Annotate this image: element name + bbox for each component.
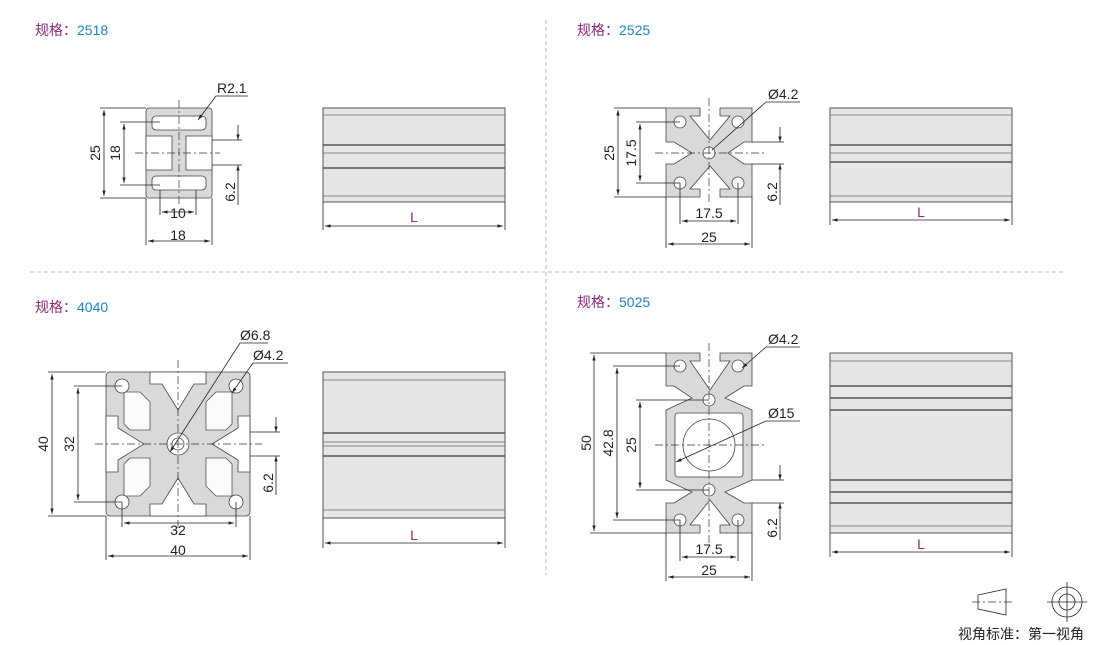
dim-inner-width: 17.5 — [695, 205, 722, 221]
length-label: L — [410, 209, 418, 225]
dim-slot-width: 10 — [170, 205, 186, 221]
truncated-cone-icon — [972, 588, 1012, 616]
length-label: L — [917, 536, 925, 552]
dim-slot: 6.2 — [222, 182, 238, 202]
dim-center-hole: Ø15 — [768, 405, 795, 421]
cross-section-5025 — [655, 343, 765, 543]
dim-hole: Ø4.2 — [768, 86, 799, 102]
dim-height: 25 — [601, 145, 617, 161]
dim-height: 50 — [578, 435, 594, 451]
dim-inner-height: 32 — [61, 436, 77, 452]
dim-radius: R2.1 — [217, 80, 247, 96]
dim-slot: 6.2 — [260, 473, 276, 493]
concentric-circles-icon — [1047, 582, 1087, 622]
dim-inner-width: 32 — [170, 522, 186, 538]
panel-2518: 规格：2518 25 18 6.2 10 18 R2.1 — [35, 22, 506, 245]
spec-label: 规格：4040 — [35, 299, 108, 315]
panel-4040: 规格：4040 40 32 6.2 32 40 — [35, 299, 506, 560]
dim-inner-height: 17.5 — [623, 139, 639, 166]
projection-standard-label: 视角标准：第一视角 — [958, 626, 1084, 642]
dim-inner-width: 17.5 — [695, 541, 722, 557]
dim-mid-height: 25 — [623, 437, 639, 453]
dim-inner-height: 18 — [107, 145, 123, 161]
dim-inner-height: 42.8 — [600, 429, 616, 456]
panel-5025: 规格：5025 50 42.8 25 — [577, 294, 1013, 581]
cross-section-2518 — [135, 100, 220, 205]
spec-label: 规格：2518 — [35, 22, 108, 38]
dim-center-hole: Ø6.8 — [240, 327, 271, 343]
side-view-2518: L — [322, 107, 506, 230]
spec-label: 规格：2525 — [577, 22, 650, 38]
spec-label: 规格：5025 — [577, 294, 650, 310]
cross-section-4040 — [95, 360, 262, 530]
dim-width: 40 — [170, 542, 186, 558]
dim-slot: 6.2 — [764, 182, 780, 202]
dim-slot: 6.2 — [764, 518, 780, 538]
side-view-2525: L — [829, 107, 1013, 225]
projection-symbol: 视角标准：第一视角 — [958, 582, 1087, 642]
dim-height: 25 — [87, 145, 103, 161]
length-label: L — [410, 527, 418, 543]
dim-width: 25 — [701, 562, 717, 578]
side-view-4040: L — [322, 371, 506, 548]
dim-width: 25 — [701, 229, 717, 245]
side-view-5025: L — [829, 352, 1013, 557]
dim-hole: Ø4.2 — [253, 347, 284, 363]
length-label: L — [917, 204, 925, 220]
dim-height: 40 — [35, 436, 51, 452]
dim-hole: Ø4.2 — [768, 331, 799, 347]
cross-section-2525 — [655, 98, 765, 205]
panel-2525: 规格：2525 25 17.5 6.2 17.5 25 Ø4.2 — [577, 22, 1013, 248]
dim-width: 18 — [170, 227, 186, 243]
